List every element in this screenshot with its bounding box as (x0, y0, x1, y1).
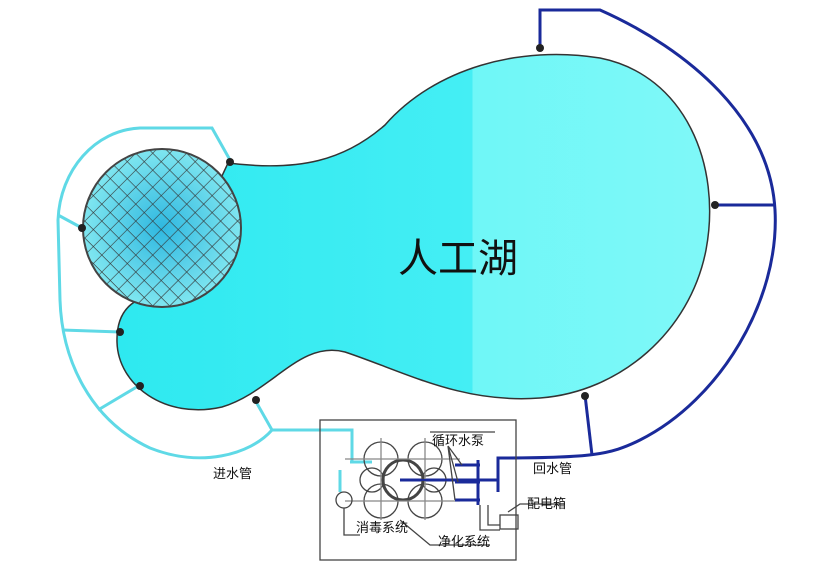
filter-mesh-circle (82, 148, 242, 308)
inlet-pipe-label: 进水管 (213, 467, 252, 482)
purification-tanks (345, 438, 460, 520)
lake-body (116, 53, 711, 411)
pipe-junctions (78, 44, 719, 404)
distribution-box-label: 配电箱 (527, 496, 566, 512)
return-pipe-label: 回水管 (533, 462, 572, 477)
lake-label: 人工湖 (398, 236, 518, 282)
purification-system-label: 净化系统 (438, 535, 490, 550)
disinfection-system-label: 消毒系统 (356, 521, 408, 536)
return-pipe (400, 8, 777, 492)
distribution-box-shape (499, 514, 519, 530)
disinfection-unit (335, 491, 353, 509)
equipment-room (319, 419, 565, 561)
inlet-pipe (56, 126, 372, 492)
circulation-pump-label: 循环水泵 (432, 434, 484, 449)
